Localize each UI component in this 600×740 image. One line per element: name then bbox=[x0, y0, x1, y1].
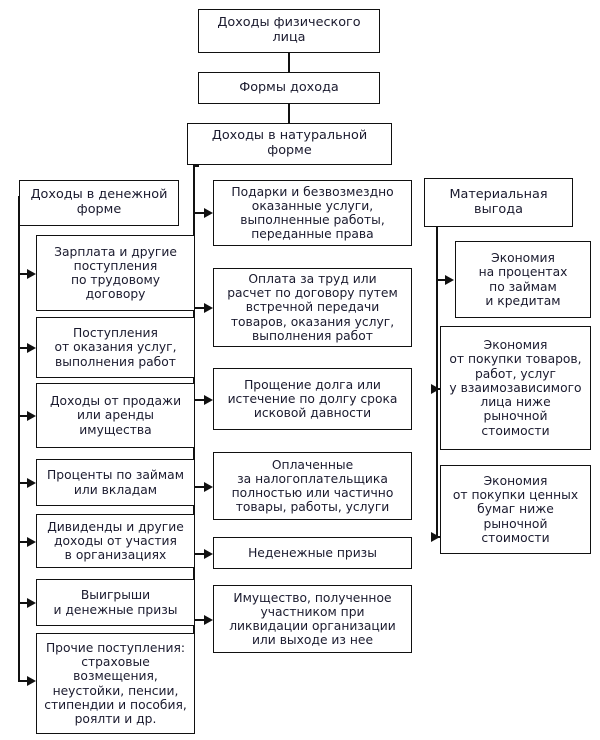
branch-line-natural-3 bbox=[193, 399, 205, 401]
node-material-benefit-header: Материальная выгода bbox=[424, 178, 573, 227]
arrow-monetary-7 bbox=[27, 676, 36, 686]
branch-line-natural-6 bbox=[193, 619, 205, 621]
node-natural-6: Имущество, полученное участником при лик… bbox=[213, 585, 412, 653]
arrow-monetary-5 bbox=[27, 537, 36, 547]
node-natural-1: Подарки и безвозмездно оказанные услуги,… bbox=[213, 180, 412, 246]
arrow-monetary-1 bbox=[27, 269, 36, 279]
node-monetary-1: Зарплата и другие поступления по трудово… bbox=[36, 235, 195, 311]
node-monetary-2: Поступления от оказания услуг, выполнени… bbox=[36, 317, 195, 378]
connector-level2-to-natural bbox=[288, 104, 290, 123]
node-forms-of-income: Формы дохода bbox=[198, 72, 380, 104]
node-material-2: Экономия от покупки товаров, работ, услу… bbox=[440, 326, 591, 450]
node-natural-3: Прощение долга или истечение по долгу ср… bbox=[213, 368, 412, 430]
node-monetary-6: Выигрыши и денежные призы bbox=[36, 579, 195, 626]
branch-line-natural-1 bbox=[193, 212, 205, 214]
branch-line-monetary-1 bbox=[18, 273, 29, 275]
node-natural-4: Оплаченные за налогоплательщика полность… bbox=[213, 452, 412, 520]
node-natural-5: Неденежные призы bbox=[213, 537, 412, 569]
node-natural-form-header: Доходы в натуральной форме bbox=[187, 123, 392, 165]
arrow-natural-2 bbox=[204, 303, 213, 313]
branch-line-natural-2 bbox=[193, 307, 205, 309]
node-monetary-7: Прочие поступления: страховые возмещения… bbox=[36, 633, 195, 734]
arrow-monetary-3 bbox=[27, 411, 36, 421]
spine-material-benefit bbox=[436, 195, 438, 536]
branch-line-natural-4 bbox=[193, 486, 205, 488]
node-natural-2: Оплата за труд или расчет по договору пу… bbox=[213, 268, 412, 347]
node-monetary-5: Дивиденды и другие доходы от участия в о… bbox=[36, 514, 195, 568]
node-monetary-3: Доходы от продажи или аренды имущества bbox=[36, 383, 195, 448]
spine-monetary-form bbox=[18, 196, 20, 681]
node-monetary-4: Проценты по займам или вкладам bbox=[36, 459, 195, 506]
arrow-monetary-4 bbox=[27, 478, 36, 488]
arrow-material-1 bbox=[445, 275, 454, 285]
branch-line-monetary-3 bbox=[18, 415, 29, 417]
node-material-3: Экономия от покупки ценных бумаг ниже ры… bbox=[440, 465, 591, 554]
branch-line-monetary-5 bbox=[18, 541, 29, 543]
branch-line-natural-5 bbox=[193, 553, 205, 555]
branch-line-monetary-6 bbox=[18, 602, 29, 604]
branch-line-monetary-2 bbox=[18, 347, 29, 349]
connector-root-to-level2 bbox=[288, 53, 290, 72]
branch-line-monetary-4 bbox=[18, 482, 29, 484]
branch-line-material-1 bbox=[436, 279, 447, 281]
arrow-monetary-2 bbox=[27, 343, 36, 353]
node-monetary-form-header: Доходы в денежной форме bbox=[19, 180, 179, 226]
arrow-natural-5 bbox=[204, 549, 213, 559]
spine-natural-form-top-stub bbox=[193, 165, 199, 167]
branch-line-monetary-7 bbox=[18, 680, 29, 682]
node-material-1: Экономия на процентах по займам и кредит… bbox=[455, 241, 591, 318]
arrow-natural-4 bbox=[204, 482, 213, 492]
arrow-natural-3 bbox=[204, 395, 213, 405]
arrow-material-3 bbox=[431, 532, 440, 542]
node-root: Доходы физического лица bbox=[198, 9, 380, 53]
arrow-material-2 bbox=[431, 384, 440, 394]
arrow-monetary-6 bbox=[27, 598, 36, 608]
arrow-natural-6 bbox=[204, 615, 213, 625]
arrow-natural-1 bbox=[204, 208, 213, 218]
